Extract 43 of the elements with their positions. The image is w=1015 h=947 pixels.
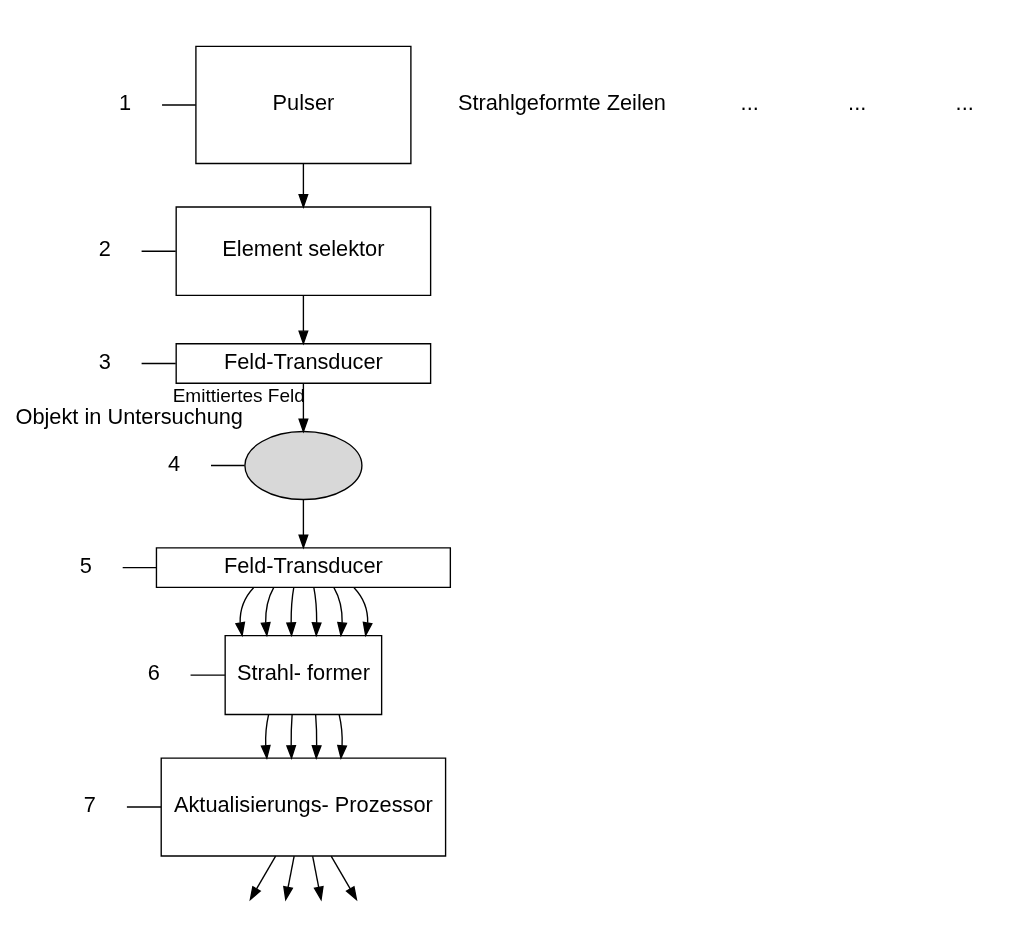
arrow bbox=[298, 499, 309, 550]
node-text: 7 bbox=[83, 792, 96, 818]
node-text: 1 bbox=[119, 90, 132, 116]
arrow bbox=[353, 587, 373, 638]
arrow bbox=[249, 855, 277, 902]
arrow bbox=[311, 855, 324, 902]
label: ... bbox=[848, 90, 867, 116]
connector bbox=[126, 806, 162, 808]
node-text: 2 bbox=[98, 236, 111, 262]
connector bbox=[122, 566, 157, 569]
arrow bbox=[298, 295, 309, 346]
connector bbox=[161, 104, 197, 106]
node-circle bbox=[244, 430, 363, 501]
arrow bbox=[234, 587, 255, 638]
node-label: Objekt in Untersuchung bbox=[15, 404, 243, 430]
node-text: 6 bbox=[147, 660, 160, 686]
arrow bbox=[283, 855, 295, 902]
arrow bbox=[285, 714, 297, 761]
label: ... bbox=[955, 90, 974, 116]
connector bbox=[140, 362, 177, 365]
node-box: Pulser bbox=[195, 45, 412, 165]
label: Strahlgeformte Zeilen bbox=[457, 90, 666, 116]
node-text: 3 bbox=[98, 348, 111, 374]
node-box: Strahl- former bbox=[224, 634, 383, 716]
arrow bbox=[330, 855, 358, 902]
arrow bbox=[311, 714, 322, 761]
arrow bbox=[298, 163, 309, 209]
arrow bbox=[260, 714, 271, 761]
connector bbox=[210, 464, 246, 467]
node-box: Aktualisierungs- Prozessor bbox=[160, 757, 447, 857]
arrow bbox=[311, 587, 322, 638]
connector bbox=[140, 250, 177, 252]
arrow bbox=[336, 714, 348, 761]
label: ... bbox=[740, 90, 759, 116]
node-box: Feld-Transducer bbox=[155, 547, 452, 588]
arrow bbox=[285, 587, 297, 638]
arrow bbox=[333, 587, 348, 638]
node-text: 4 bbox=[168, 450, 181, 476]
node-text: 5 bbox=[79, 552, 92, 578]
node-box: Feld-Transducer bbox=[175, 343, 432, 384]
node-box: Element selektor bbox=[175, 206, 432, 297]
connector bbox=[189, 674, 226, 676]
arrow bbox=[260, 587, 275, 638]
